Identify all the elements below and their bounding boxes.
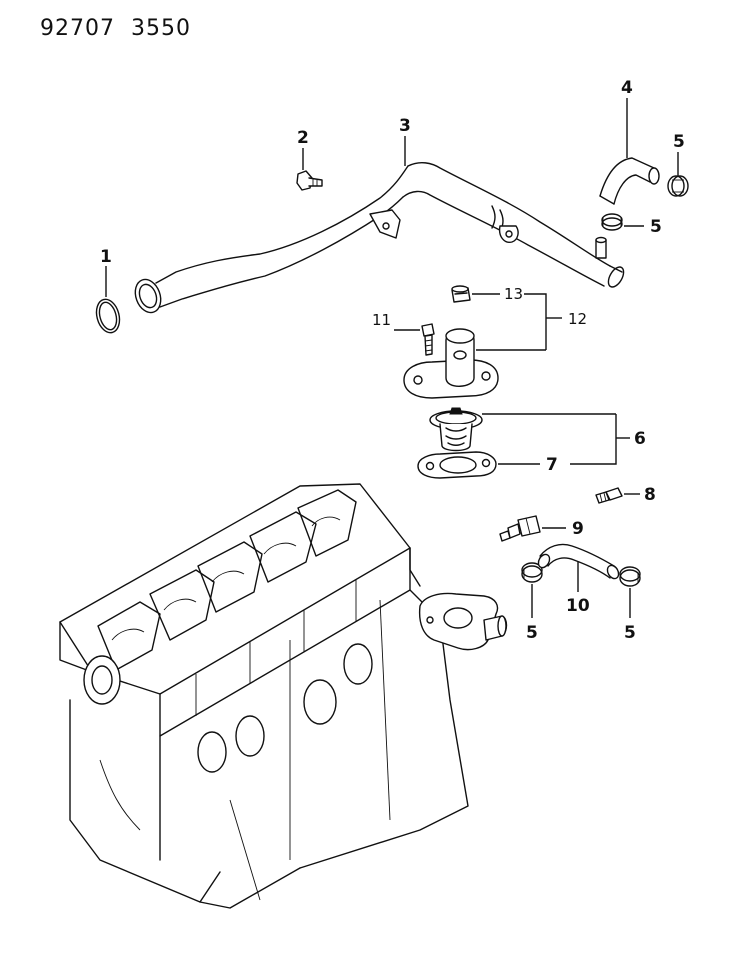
part-4-hose	[599, 98, 660, 205]
callout-9: 9	[572, 519, 584, 539]
part-11-bolt	[394, 323, 435, 356]
callout-5-lower-right: 5	[624, 623, 636, 643]
diagram-code: 92707 3550	[40, 16, 191, 41]
callout-1: 1	[100, 247, 112, 267]
part-10-hose	[537, 543, 620, 592]
engine-block	[59, 483, 508, 909]
callout-13: 13	[504, 285, 523, 303]
part-3-water-pipe	[134, 136, 625, 314]
callout-12: 12	[568, 310, 587, 328]
part-6-thermostat	[429, 407, 616, 452]
part-5-clamp-top	[667, 152, 689, 197]
part-1-o-ring	[95, 266, 121, 334]
callout-10: 10	[566, 596, 590, 616]
callout-6: 6	[634, 429, 646, 449]
part-12-thermostat-housing	[403, 328, 546, 399]
callout-11: 11	[372, 311, 391, 329]
callout-4: 4	[621, 78, 633, 98]
bracket-6-7	[570, 414, 630, 465]
callout-5-lower-left: 5	[526, 623, 538, 643]
part-5-clamp-mid	[601, 213, 644, 231]
callout-8: 8	[644, 485, 656, 505]
callout-2: 2	[297, 128, 309, 148]
callout-5-top: 5	[673, 132, 685, 152]
part-7-gasket	[417, 451, 540, 479]
bracket-12	[524, 293, 562, 350]
part-2-bolt	[296, 148, 323, 191]
part-13-plug	[451, 285, 500, 303]
callout-3: 3	[399, 116, 411, 136]
part-5-clamp-lower-left	[521, 562, 543, 618]
callout-7: 7	[546, 455, 558, 475]
part-8-sensor	[595, 487, 640, 504]
callout-5-mid: 5	[650, 217, 662, 237]
part-9-sender	[499, 515, 566, 542]
part-5-clamp-lower-right	[619, 566, 641, 618]
